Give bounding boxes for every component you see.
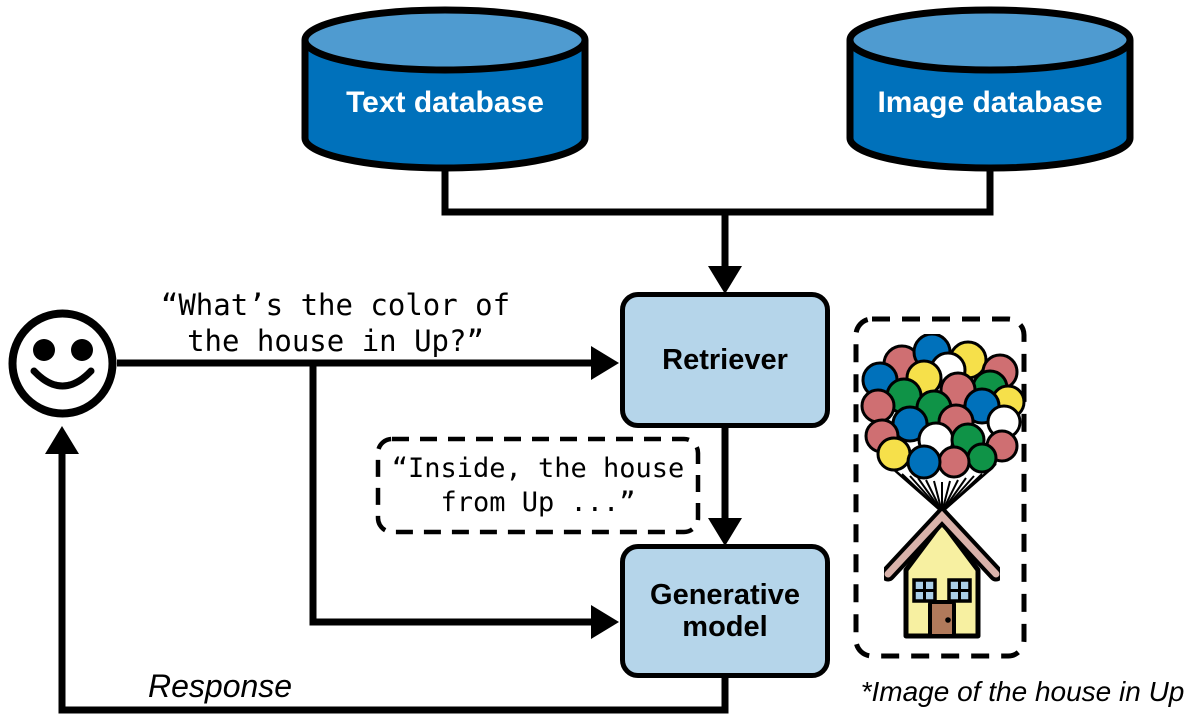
arrowhead-user-to-generative — [591, 605, 619, 639]
generative-to-user-line — [58, 452, 729, 714]
response-label: Response — [148, 668, 293, 704]
arrowhead-db-to-retriever — [708, 266, 742, 294]
user-query-text: “What’s the color of the house in Up?” — [160, 288, 511, 358]
image-caption: *Image of the house in Up — [860, 676, 1185, 707]
db-merge-line — [441, 155, 994, 216]
retrieved-text-box — [375, 436, 701, 535]
retriever-node: Retriever — [620, 292, 830, 428]
user-smiley-icon — [8, 309, 117, 418]
text-database-cylinder-icon — [301, 6, 589, 172]
text-database-label: Text database — [346, 86, 544, 119]
arrowhead-retriever-to-generative — [708, 518, 742, 546]
house-illustration-icon — [884, 506, 1000, 639]
image-database-label: Image database — [877, 86, 1103, 119]
balloons-illustration-icon — [860, 334, 1026, 513]
user-to-generative-line — [309, 363, 599, 626]
retrieved-text: “Inside, the house from Up ...” — [391, 452, 685, 518]
arrowhead-user-to-retriever — [591, 346, 619, 380]
generative-model-node: Generative model — [620, 544, 830, 678]
arrowhead-response-to-user — [45, 426, 79, 454]
image-database-cylinder-icon — [846, 6, 1134, 172]
